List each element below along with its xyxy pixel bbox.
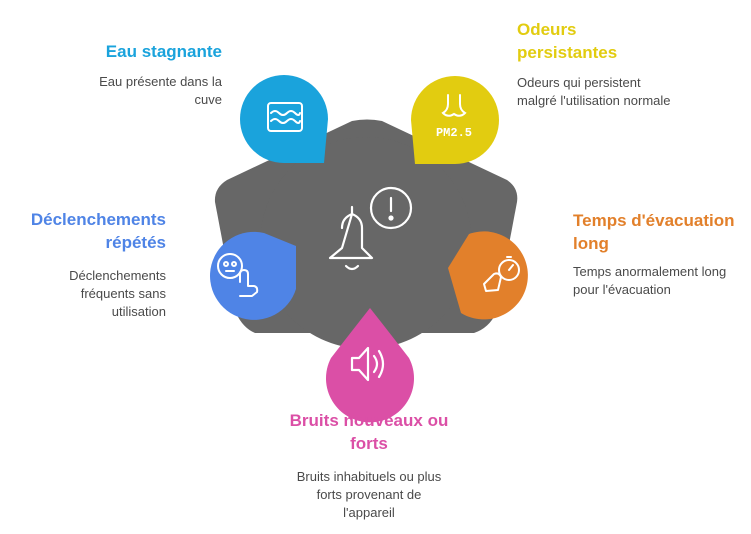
title-trigger: Déclenchements répétés	[30, 210, 166, 252]
petal-water[interactable]	[240, 75, 328, 163]
title-water: Eau stagnante	[105, 42, 222, 61]
desc-noise: Bruits inhabituels ou plus forts provena…	[296, 469, 442, 520]
petal-evac-shape	[448, 231, 528, 320]
alarm-bell-icon	[328, 186, 413, 271]
speaker-icon	[350, 346, 385, 382]
desc-evac: Temps anormalement long pour l'évacuatio…	[573, 264, 727, 297]
desc-odor: Odeurs qui persistent malgré l'utilisati…	[517, 75, 671, 108]
petal-odor[interactable]: PM2.5	[411, 76, 499, 164]
stopwatch-hand-icon	[483, 256, 520, 292]
water-level-icon	[267, 102, 303, 132]
title-odor: Odeurs persistantes	[517, 20, 618, 62]
desc-trigger: Déclenchements fréquents sans utilisatio…	[69, 268, 166, 319]
svg-text:PM2.5: PM2.5	[436, 126, 472, 140]
tap-finger-icon	[217, 253, 259, 297]
title-evac: Temps d'évacuation long	[573, 211, 735, 253]
title-noise: Bruits nouveaux ou forts	[289, 411, 449, 453]
petal-noise-shape	[326, 308, 414, 423]
petal-trigger[interactable]	[210, 231, 296, 320]
desc-water: Eau présente dans la cuve	[99, 74, 222, 107]
center-core	[260, 137, 472, 349]
petal-odor-shape	[411, 76, 499, 164]
petal-water-shape	[240, 75, 328, 163]
petal-noise[interactable]	[326, 308, 414, 423]
petal-evac[interactable]	[448, 231, 528, 320]
nose-pm25-icon: PM2.5	[436, 94, 472, 140]
